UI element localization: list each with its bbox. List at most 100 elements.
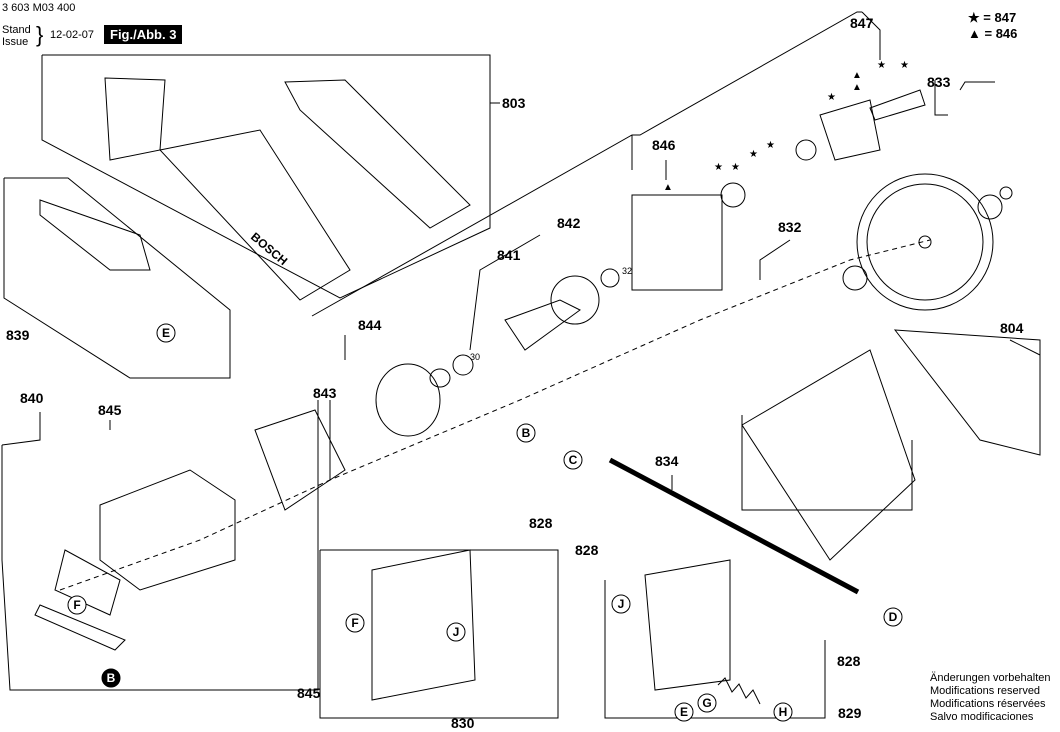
doc-number: 3 603 M03 400 (2, 2, 76, 14)
flange-outer (977, 194, 1003, 220)
saw-blade-hub (918, 235, 932, 249)
legend-item-846: ▲ = 846 (968, 26, 1017, 42)
legend-markers: ★ ★ ★ ★ ★ ★ ★ ▲ ▲ ▲ (663, 60, 909, 193)
notice-line: Modifications reserved (930, 685, 1041, 697)
circle-labels (67, 323, 903, 722)
part-number: 847 (850, 15, 874, 31)
label-B: B (522, 426, 531, 440)
leader-841 (469, 234, 541, 351)
rear-guard-804 (893, 329, 1041, 456)
triangle-icon: ▲ (852, 82, 862, 93)
label-E: E (162, 326, 170, 340)
part-number: 845 (297, 685, 321, 701)
legend-text: = 846 (984, 26, 1018, 41)
modifications-notice: Änderungen vorbehalten Modifications res… (930, 672, 1050, 724)
gear-wheel (720, 182, 746, 208)
saw-blade-inner (866, 183, 984, 301)
leader-833 (959, 81, 995, 91)
part-number: 828 (575, 542, 599, 558)
circle-label-text: E B C D F F J J E G H B (73, 326, 897, 719)
group-frame-829 (604, 580, 826, 719)
frame-line (1, 412, 41, 446)
figure-label: Fig./Abb. 3 (104, 25, 183, 44)
bearing-30 (452, 354, 474, 376)
star-icon: ★ (714, 162, 723, 173)
bearing-flange (819, 99, 881, 161)
star-icon: ★ (877, 60, 886, 71)
star-icon: ★ (749, 149, 758, 160)
part-number: 843 (313, 385, 337, 401)
rod-834 (608, 457, 860, 595)
spindle-shaft (869, 89, 926, 121)
triangle-icon: ▲ (968, 26, 981, 41)
label-E: E (680, 705, 688, 719)
part-number: 840 (20, 390, 44, 406)
part-number: 828 (529, 515, 553, 531)
label-F: F (351, 616, 358, 630)
vent-cover (54, 549, 121, 616)
label-B: B (107, 671, 116, 685)
star-icon: ★ (766, 140, 775, 151)
label-C: C (569, 453, 578, 467)
triangle-icon: ▲ (663, 182, 673, 193)
legend-text: = 847 (983, 10, 1017, 25)
part-number-labels: 847 833 803 846 842 841 832 804 839 844 … (6, 15, 1024, 731)
part-number: 839 (6, 327, 30, 343)
part-number: 845 (98, 402, 122, 418)
group-frame-840 (1, 400, 319, 691)
group-frame-803 (41, 54, 491, 299)
part-number: 841 (497, 247, 521, 263)
gear-housing (631, 194, 723, 291)
leader-804 (1009, 339, 1041, 356)
motor-housing-ring (375, 363, 441, 437)
label-G: G (702, 696, 711, 710)
fan (550, 275, 600, 325)
motor-end-housing (99, 469, 236, 591)
upper-guard-housing (159, 129, 351, 301)
guard-cover-left (104, 77, 166, 161)
part-number: 833 (927, 74, 951, 90)
bosch-logo: BOSCH (248, 230, 290, 269)
assembly-axis-dashed (59, 239, 931, 591)
part-number: 804 (1000, 320, 1024, 336)
lower-guard-link (39, 199, 151, 271)
part-number: 846 (652, 137, 676, 153)
flange-inner (842, 265, 868, 291)
issue-date: 12-02-07 (50, 29, 95, 41)
small-labels: 32 30 (470, 266, 632, 362)
leader-847 (861, 11, 881, 60)
star-icon: ★ (900, 60, 909, 71)
part-number: 844 (358, 317, 382, 333)
saw-blade (856, 173, 994, 311)
frame-line (934, 80, 948, 116)
notice-line: Salvo modificaciones (930, 711, 1034, 723)
group-frame-830 (319, 549, 559, 719)
group-frame-846 (311, 11, 862, 317)
part-number: 828 (837, 653, 861, 669)
part-number: 830 (451, 715, 475, 731)
blade-nut (999, 186, 1013, 200)
part-number: 829 (838, 705, 862, 721)
small-label: 32 (622, 266, 632, 276)
lower-blade-guard (741, 349, 916, 561)
stand-label: Stand (2, 24, 31, 36)
triangle-icon: ▲ (852, 70, 862, 81)
bracket-strip (34, 604, 126, 651)
label-J: J (453, 625, 460, 639)
small-label: 30 (470, 352, 480, 362)
mounting-plate-830 (371, 549, 476, 701)
part-number: 842 (557, 215, 581, 231)
label-F: F (73, 598, 80, 612)
bearing (795, 139, 817, 161)
label-D: D (889, 610, 898, 624)
issue-label: Issue (2, 36, 29, 48)
armature (504, 299, 581, 351)
spring (717, 677, 761, 705)
part-number: 803 (502, 95, 526, 111)
label-H: H (779, 705, 788, 719)
label-J: J (618, 597, 625, 611)
washer (429, 368, 451, 388)
brace-icon: } (36, 22, 44, 47)
